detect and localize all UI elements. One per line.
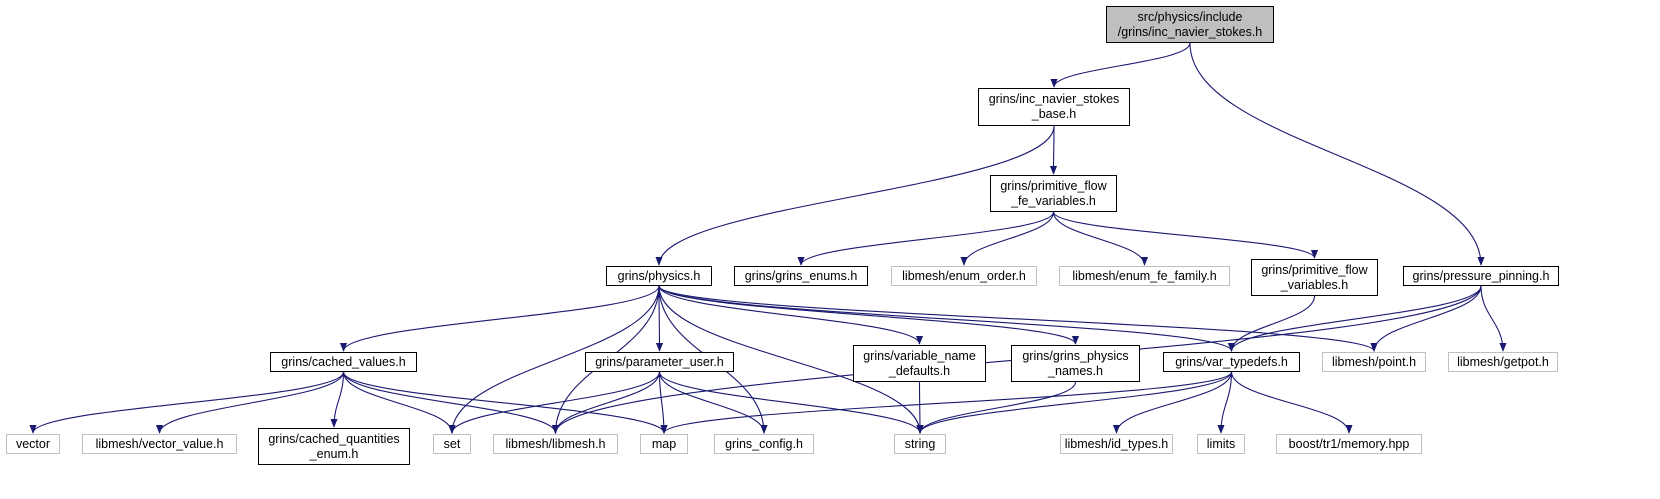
node-label-line: grins/cached_values.h — [281, 354, 406, 369]
edge-parameter-user-to-string — [658, 371, 924, 434]
edge-cached-values-to-vector — [29, 371, 345, 434]
node-label-line: grins/primitive_flow — [1261, 262, 1368, 277]
node-point: libmesh/point.h — [1322, 352, 1426, 372]
node-label-line: /grins/inc_navier_stokes.h — [1117, 24, 1263, 39]
node-inc-navier-stokes[interactable]: src/physics/include/grins/inc_navier_sto… — [1106, 6, 1274, 43]
node-label-line: src/physics/include — [1137, 9, 1243, 24]
node-enum-fe-family: libmesh/enum_fe_family.h — [1059, 266, 1230, 286]
node-map: map — [640, 434, 688, 454]
node-set: set — [433, 434, 471, 454]
node-var-typedefs[interactable]: grins/var_typedefs.h — [1163, 352, 1300, 372]
node-limits: limits — [1197, 434, 1245, 454]
edge-physics-to-set — [448, 285, 660, 434]
edge-cached-values-to-set — [342, 371, 456, 434]
node-label-line: _defaults.h — [888, 363, 951, 378]
node-label-line: string — [904, 436, 936, 451]
edge-physics-to-cached-values — [339, 285, 660, 352]
edge-physics-to-string — [658, 285, 924, 434]
node-label-line: libmesh/enum_order.h — [902, 268, 1026, 283]
node-label-line: grins/physics.h — [617, 268, 701, 283]
node-grins-enums[interactable]: grins/grins_enums.h — [734, 266, 868, 286]
node-label-line: grins/primitive_flow — [1000, 178, 1107, 193]
node-label-line: grins/var_typedefs.h — [1175, 354, 1288, 369]
edge-var-typedefs-to-limits — [1217, 371, 1233, 434]
node-label-line: _variables.h — [1280, 277, 1349, 292]
edge-prim-flow-fe-to-grins-enums — [797, 211, 1055, 266]
node-label-line: libmesh/vector_value.h — [95, 436, 224, 451]
node-grins-config: grins_config.h — [714, 434, 814, 454]
edge-variable-name-defaults-to-string — [916, 381, 924, 434]
node-label-line: set — [443, 436, 461, 451]
node-pressure-pinning[interactable]: grins/pressure_pinning.h — [1403, 266, 1559, 286]
node-label-line: grins/parameter_user.h — [595, 354, 724, 369]
node-enum-order: libmesh/enum_order.h — [891, 266, 1037, 286]
edge-var-typedefs-to-string — [916, 371, 1233, 434]
edge-cached-values-to-vector-value — [155, 371, 345, 434]
edge-parameter-user-to-libmesh — [551, 371, 661, 434]
node-id-types: libmesh/id_types.h — [1060, 434, 1173, 454]
node-variable-name-defaults[interactable]: grins/variable_name_defaults.h — [853, 345, 986, 382]
node-prim-flow-vars[interactable]: grins/primitive_flow_variables.h — [1251, 259, 1378, 296]
edge-inc-navier-stokes-to-inc-ns-base — [1050, 42, 1191, 88]
edge-physics-to-var-typedefs — [658, 285, 1235, 352]
edge-prim-flow-fe-to-enum-fe-family — [1052, 211, 1149, 266]
node-label-line: grins/pressure_pinning.h — [1412, 268, 1550, 283]
node-libmesh: libmesh/libmesh.h — [493, 434, 618, 454]
edge-pressure-pinning-to-point — [1370, 285, 1482, 352]
node-label-line: libmesh/getpot.h — [1457, 354, 1549, 369]
node-string: string — [894, 434, 946, 454]
node-vector-value: libmesh/vector_value.h — [82, 434, 237, 454]
node-label-line: _names.h — [1048, 363, 1103, 378]
node-getpot: libmesh/getpot.h — [1448, 352, 1558, 372]
edge-var-typedefs-to-memory — [1230, 371, 1353, 434]
node-label-line: _fe_variables.h — [1011, 193, 1096, 208]
edge-parameter-user-to-set — [448, 371, 661, 434]
node-label-line: boost/tr1/memory.hpp — [1288, 436, 1410, 451]
edge-cached-values-to-cached-quantities-enum — [330, 371, 345, 428]
node-label-line: libmesh/enum_fe_family.h — [1072, 268, 1217, 283]
node-label-line: limits — [1206, 436, 1236, 451]
node-label-line: libmesh/point.h — [1331, 354, 1417, 369]
node-label-line: libmesh/libmesh.h — [505, 436, 606, 451]
edge-prim-flow-vars-to-var-typedefs — [1227, 295, 1316, 352]
node-label-line: _base.h — [1031, 107, 1077, 121]
node-physics[interactable]: grins/physics.h — [606, 266, 712, 286]
edge-prim-flow-fe-to-prim-flow-vars — [1052, 211, 1318, 259]
edge-parameter-user-to-grins-config — [658, 371, 768, 434]
node-cached-quantities-enum[interactable]: grins/cached_quantities_enum.h — [258, 428, 410, 465]
edge-var-typedefs-to-map — [660, 371, 1233, 434]
edge-pressure-pinning-to-var-typedefs — [1227, 285, 1482, 352]
edge-cached-values-to-libmesh — [342, 371, 560, 434]
edge-inc-ns-base-to-physics — [655, 125, 1055, 266]
dependency-edges — [29, 42, 1507, 434]
edge-physics-to-point — [658, 285, 1378, 352]
node-label-line: libmesh/id_types.h — [1064, 436, 1169, 451]
node-label-line: grins/inc_navier_stokes — [988, 92, 1120, 106]
edge-prim-flow-fe-to-enum-order — [960, 211, 1055, 266]
edge-cached-values-to-map — [342, 371, 668, 434]
edge-inc-ns-base-to-prim-flow-fe — [1049, 125, 1058, 175]
node-label-line: grins/cached_quantities — [268, 431, 400, 446]
node-memory: boost/tr1/memory.hpp — [1276, 434, 1422, 454]
node-parameter-user[interactable]: grins/parameter_user.h — [585, 352, 734, 372]
node-label-line: grins/variable_name — [863, 348, 976, 363]
node-label-line: grins_config.h — [725, 436, 803, 451]
node-label-line: _enum.h — [309, 446, 359, 461]
node-grins-physics-names[interactable]: grins/grins_physics_names.h — [1011, 345, 1140, 382]
node-vector: vector — [6, 434, 60, 454]
edge-var-typedefs-to-id-types — [1112, 371, 1233, 434]
edge-physics-to-variable-name-defaults — [658, 285, 924, 345]
node-cached-values[interactable]: grins/cached_values.h — [270, 352, 417, 372]
node-inc-ns-base[interactable]: grins/inc_navier_stokes_base.h — [978, 88, 1130, 126]
node-prim-flow-fe[interactable]: grins/primitive_flow_fe_variables.h — [990, 175, 1117, 212]
node-label-line: grins/grins_physics — [1022, 348, 1129, 363]
edge-grins-physics-names-to-string — [916, 381, 1077, 434]
node-label-line: grins/grins_enums.h — [744, 268, 858, 283]
edge-inc-navier-stokes-to-pressure-pinning — [1189, 42, 1485, 266]
node-label-line: map — [651, 436, 677, 451]
edge-physics-to-grins-physics-names — [658, 285, 1079, 345]
node-label-line: vector — [15, 436, 51, 451]
edge-pressure-pinning-to-getpot — [1480, 285, 1507, 352]
